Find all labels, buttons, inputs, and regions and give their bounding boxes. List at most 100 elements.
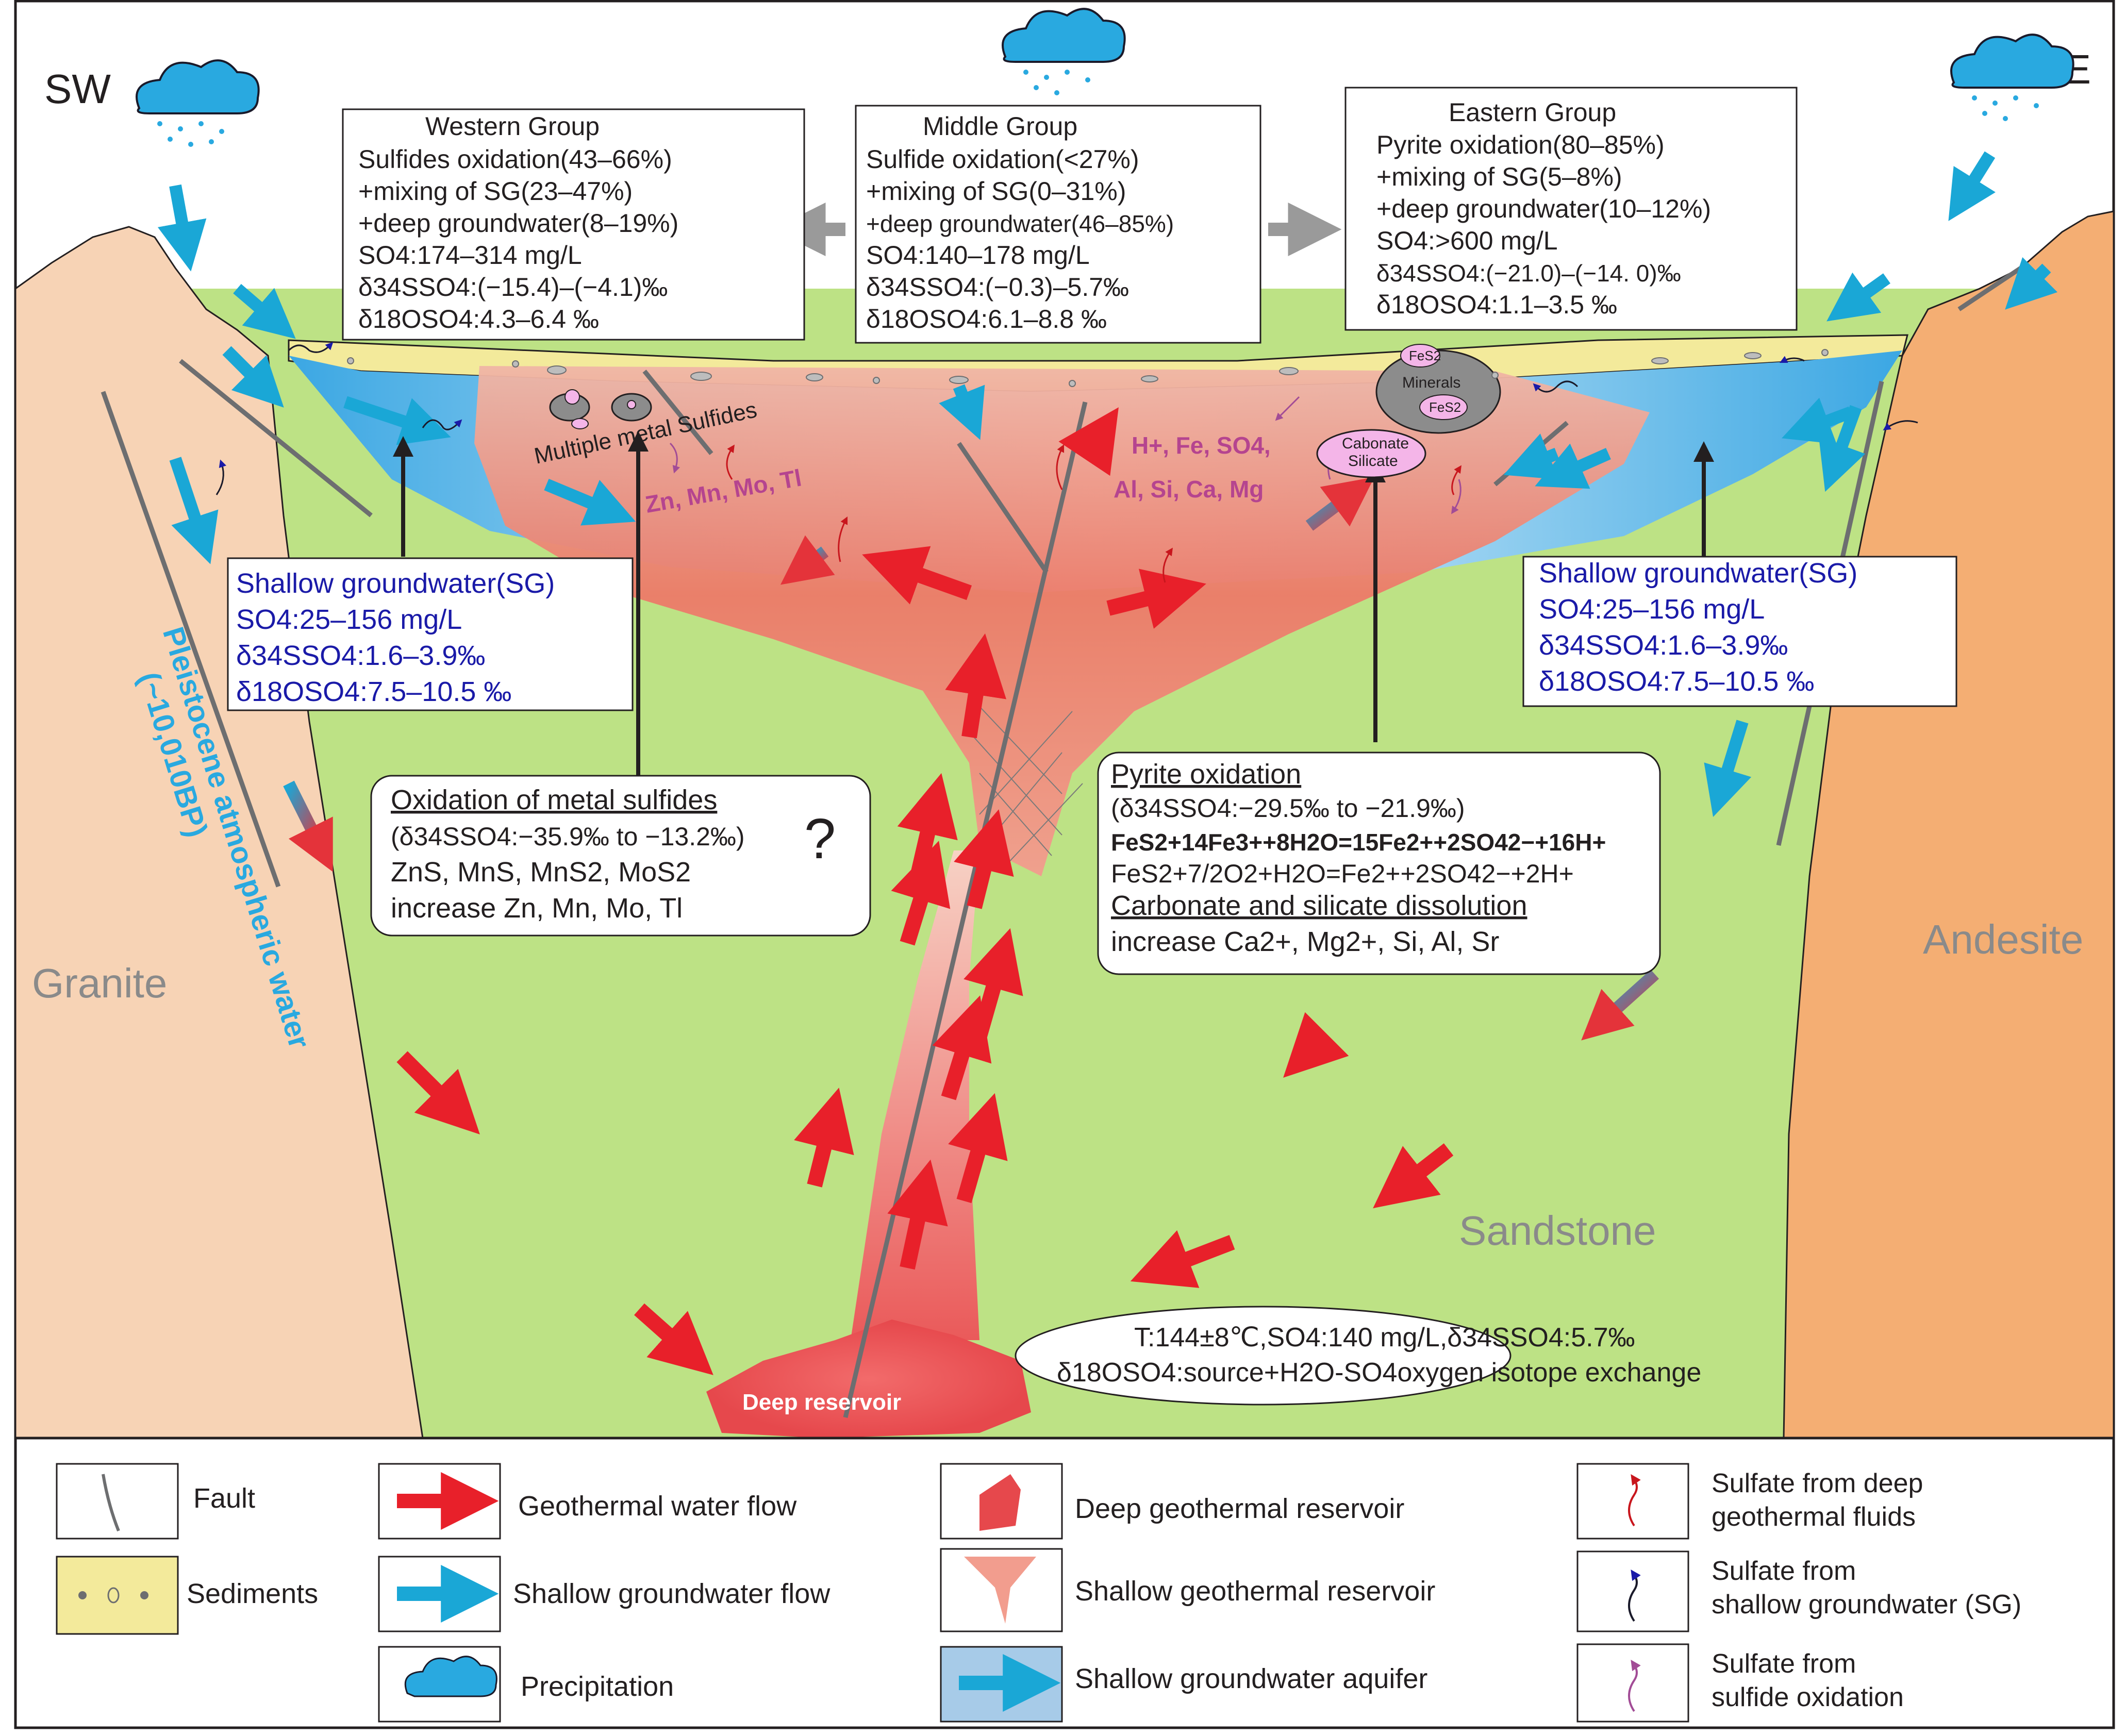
svg-text:Precipitation: Precipitation	[521, 1671, 674, 1702]
western-l5: δ34SSO4:(−15.4)–(−4.1)‰	[358, 273, 668, 302]
legend-sg-sulfate: Sulfate from shallow groundwater (SG)	[1576, 1550, 2021, 1632]
middle-title: Middle Group	[923, 112, 1077, 141]
svg-text:geothermal fluids: geothermal fluids	[1712, 1502, 1916, 1532]
geothermal-water-flow-arrows	[396, 407, 1454, 1375]
mixed-flow-arrows	[283, 477, 1659, 1041]
svg-text:Fault: Fault	[193, 1483, 255, 1514]
western-l1: Sulfides oxidation(43–66%)	[358, 145, 672, 174]
deep-reservoir	[706, 1320, 1031, 1438]
sg-right-title: Shallow groundwater(SG)	[1539, 558, 1857, 589]
svg-text:Shallow groundwater flow: Shallow groundwater flow	[513, 1578, 831, 1609]
legend-precipitation: Precipitation	[378, 1646, 674, 1723]
western-l6: δ18OSO4:4.3–6.4 ‰	[358, 305, 599, 333]
shallow-groundwater-box-left: Shallow groundwater(SG) SO4:25–156 mg/L …	[227, 557, 634, 711]
pyrite-oxidation-box: Pyrite oxidation (δ34SSO4:−29.5‰ to −21.…	[1097, 752, 1661, 975]
andesite-label: Andesite	[1923, 916, 2083, 962]
fes2-label: FeS2	[1429, 399, 1461, 415]
svg-text:Sediments: Sediments	[187, 1578, 318, 1609]
svg-text:Shallow geothermal reservoir: Shallow geothermal reservoir	[1075, 1576, 1435, 1607]
sg-right-d18: δ18OSO4:7.5–10.5 ‰	[1539, 666, 1814, 697]
western-l2: +mixing of SG(23–47%)	[358, 177, 633, 206]
sulfide-minerals	[549, 389, 652, 429]
legend-deep-sulfate: Sulfate from deep geothermal fluids	[1576, 1463, 1923, 1540]
granite-unit	[14, 226, 424, 1439]
granite-label: Granite	[32, 960, 167, 1006]
shallow-groundwater-box-right: Shallow groundwater(SG) SO4:25–156 mg/L …	[1522, 556, 1957, 707]
minerals-label: Minerals	[1402, 374, 1460, 391]
middle-group-box: Middle Group Sulfide oxidation(<27%) +mi…	[855, 105, 1261, 344]
legend-deep-geo: Deep geothermal reservoir	[940, 1463, 1404, 1540]
middle-l4: SO4:140–178 mg/L	[866, 241, 1090, 270]
legend-oxid-sulfate: Sulfate from sulfide oxidation	[1576, 1643, 1904, 1723]
svg-text:Sulfate from: Sulfate from	[1712, 1649, 1856, 1679]
oxidation-l2: ZnS, MnS, MnS2, MoS2	[391, 857, 691, 888]
al-si-label: Al, Si, Ca, Mg	[1114, 476, 1264, 503]
legend-aquifer: Shallow groundwater aquifer	[940, 1646, 1427, 1723]
svg-text:Sulfate from deep: Sulfate from deep	[1712, 1468, 1923, 1498]
metal-sulfide-oxidation-box: Oxidation of metal sulfides (δ34SSO4:−35…	[370, 775, 871, 937]
sediment-grains	[347, 349, 1829, 387]
eastern-group-box: Eastern Group Pyrite oxidation(80–85%) +…	[1344, 87, 1798, 331]
legend-shallow-geo: Shallow geothermal reservoir	[940, 1548, 1435, 1632]
pyrite-eq1: FeS2+14Fe3++8H2O=15Fe2++2SO42−+16H+	[1111, 829, 1606, 856]
minerals-cluster: FeS2 Minerals FeS2 Cabonate Silicate	[1316, 344, 1501, 478]
oxidation-question: ?	[804, 807, 836, 871]
deep-reservoir-info: T:144±8℃,SO4:140 mg/L,δ34SSO4:5.7‰ δ18OS…	[1015, 1306, 1701, 1406]
sw-direction-label: SW	[44, 66, 111, 112]
sulfate-deep-arrows	[726, 444, 1461, 583]
western-group-box: Western Group Sulfides oxidation(43–66%)…	[342, 108, 805, 341]
sg-left-d34: δ34SSO4:1.6–3.9‰	[236, 640, 485, 671]
eastern-l6: δ18OSO4:1.1–3.5 ‰	[1376, 290, 1617, 319]
sg-left-so4: SO4:25–156 mg/L	[236, 604, 462, 635]
pyrite-sub: Carbonate and silicate dissolution	[1111, 890, 1527, 921]
middle-l3: +deep groundwater(46–85%)	[866, 210, 1174, 237]
oxidation-l3: increase Zn, Mn, Mo, Tl	[391, 893, 683, 924]
fes2-label: FeS2	[1409, 348, 1441, 363]
eastern-l4: SO4:>600 mg/L	[1376, 226, 1558, 255]
svg-text:Sulfate from: Sulfate from	[1712, 1556, 1856, 1586]
pyrite-eq2: FeS2+7/2O2+H2O=Fe2++2SO42−+2H+	[1111, 859, 1574, 888]
svg-text:Geothermal water flow: Geothermal water flow	[518, 1491, 797, 1522]
legend-fault: Fault	[56, 1463, 255, 1540]
svg-text:Shallow groundwater aquifer: Shallow groundwater aquifer	[1075, 1663, 1427, 1694]
rain-cloud-icon	[1002, 8, 1126, 95]
sg-left-d18: δ18OSO4:7.5–10.5 ‰	[236, 676, 511, 707]
pyrite-l1: (δ34SSO4:−29.5‰ to −21.9‰)	[1111, 794, 1465, 823]
eastern-l5: δ34SSO4:(−21.0)–(−14. 0)‰	[1376, 260, 1681, 287]
eastern-title: Eastern Group	[1449, 98, 1616, 127]
legend-sediments: Sediments	[56, 1556, 318, 1635]
svg-text:Deep geothermal reservoir: Deep geothermal reservoir	[1075, 1493, 1404, 1524]
svg-text:shallow groundwater (SG): shallow groundwater (SG)	[1712, 1590, 2021, 1620]
legend: Fault Sediments Geothermal water flow Sh…	[15, 1437, 2114, 1723]
shallow-groundwater-flow-arrows	[157, 151, 2058, 817]
middle-l1: Sulfide oxidation(<27%)	[866, 145, 1139, 174]
silicate-label: Silicate	[1348, 453, 1398, 470]
eastern-l1: Pyrite oxidation(80–85%)	[1376, 130, 1665, 159]
pyrite-l2: increase Ca2+, Mg2+, Si, Al, Sr	[1111, 926, 1499, 957]
sulfate-sg-arrows	[215, 342, 1918, 495]
legend-geothermal-flow: Geothermal water flow	[378, 1463, 797, 1540]
oxidation-l1: (δ34SSO4:−35.9‰ to −13.2‰)	[391, 822, 745, 851]
rain-cloud-icon	[1950, 34, 2074, 121]
fracture-network	[969, 700, 1083, 866]
eastern-l3: +deep groundwater(10–12%)	[1376, 194, 1711, 223]
sg-right-so4: SO4:25–156 mg/L	[1539, 594, 1765, 625]
deep-reservoir-label: Deep reservoir	[742, 1390, 901, 1415]
western-title: Western Group	[425, 112, 600, 141]
sandstone-label: Sandstone	[1459, 1208, 1656, 1254]
western-l3: +deep groundwater(8–19%)	[358, 209, 678, 238]
middle-l5: δ34SSO4:(−0.3)–5.7‰	[866, 273, 1129, 302]
eastern-l2: +mixing of SG(5–8%)	[1376, 162, 1622, 191]
svg-text:sulfide oxidation: sulfide oxidation	[1712, 1682, 1904, 1712]
cabonate-label: Cabonate	[1342, 435, 1409, 452]
deep-info-l1: T:144±8℃,SO4:140 mg/L,δ34SSO4:5.7‰	[1134, 1323, 1635, 1353]
oxidation-title: Oxidation of metal sulfides	[391, 784, 717, 815]
h-fe-label: H+, Fe, SO4,	[1132, 432, 1271, 459]
rain-cloud-icon	[136, 59, 260, 147]
upward-process-arrows	[393, 431, 1714, 783]
middle-l2: +mixing of SG(0–31%)	[866, 177, 1126, 206]
pyrite-title: Pyrite oxidation	[1111, 759, 1301, 790]
western-l4: SO4:174–314 mg/L	[358, 241, 582, 270]
deep-info-l2: δ18OSO4:source+H2O-SO4oxygen isotope exc…	[1057, 1358, 1701, 1388]
